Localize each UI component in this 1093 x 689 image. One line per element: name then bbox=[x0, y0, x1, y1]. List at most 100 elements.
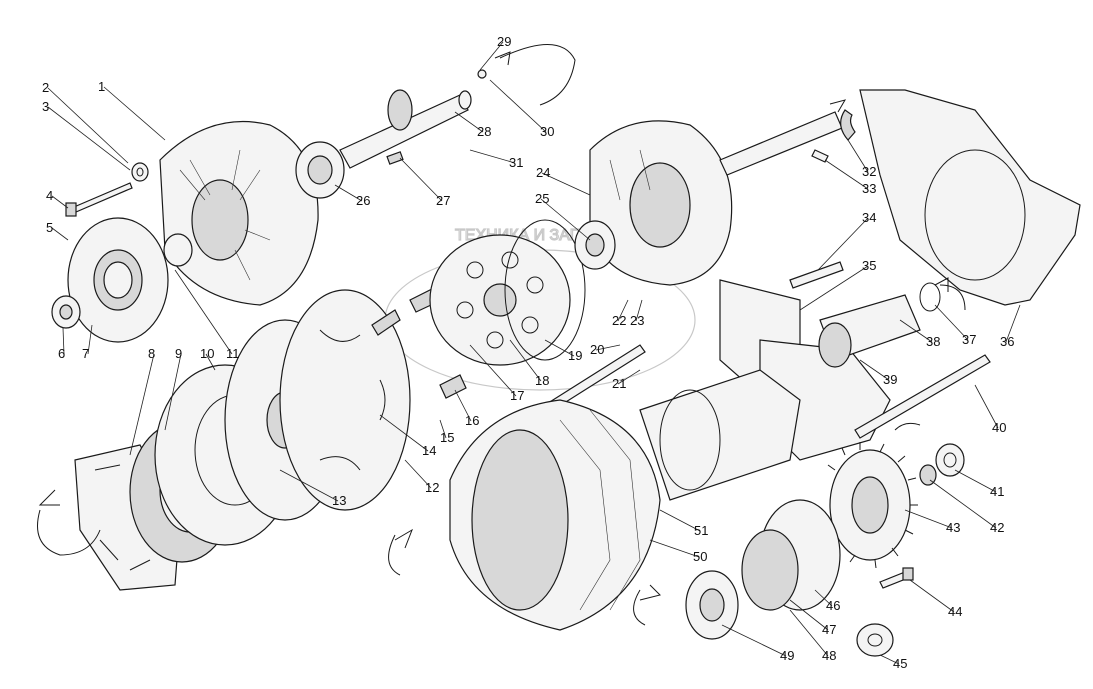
callout-22: 22 bbox=[612, 313, 626, 328]
callout-21: 21 bbox=[612, 376, 626, 391]
leader-line-44 bbox=[909, 579, 955, 613]
part-output-shaft bbox=[719, 111, 843, 176]
leader-line-15 bbox=[439, 419, 447, 439]
leader-line-6 bbox=[62, 327, 65, 355]
leader-line-41 bbox=[954, 469, 997, 493]
callout-16: 16 bbox=[465, 413, 479, 428]
callout-42: 42 bbox=[990, 520, 1004, 535]
leader-line-36 bbox=[1005, 304, 1021, 343]
callout-41: 41 bbox=[990, 484, 1004, 499]
callout-26: 26 bbox=[356, 193, 370, 208]
callout-50: 50 bbox=[693, 549, 707, 564]
callout-1: 1 bbox=[98, 79, 105, 94]
leader-line-24 bbox=[541, 172, 591, 196]
callout-40: 40 bbox=[992, 420, 1006, 435]
callout-12: 12 bbox=[425, 480, 439, 495]
part-ring-32 bbox=[840, 109, 856, 141]
part-shaft-38 bbox=[818, 294, 921, 368]
part-washer-42 bbox=[919, 464, 937, 486]
callout-51: 51 bbox=[694, 523, 708, 538]
leader-line-39 bbox=[859, 359, 890, 381]
leader-line-32 bbox=[847, 139, 869, 173]
part-sleeve-49 bbox=[685, 570, 739, 640]
leader-line-1 bbox=[103, 86, 166, 141]
leader-line-18 bbox=[509, 339, 542, 382]
leader-line-20 bbox=[595, 344, 621, 351]
leader-line-48 bbox=[789, 609, 829, 657]
callout-35: 35 bbox=[862, 258, 876, 273]
part-bolt-4 bbox=[65, 182, 133, 217]
part-seal-ring bbox=[504, 219, 586, 361]
callout-13: 13 bbox=[332, 493, 346, 508]
part-gasket-36 bbox=[859, 89, 1081, 306]
leader-line-50 bbox=[649, 539, 700, 558]
part-shaft-housing bbox=[639, 369, 801, 501]
part-drive-shaft bbox=[339, 69, 487, 169]
leader-line-47 bbox=[789, 599, 829, 631]
leader-line-23 bbox=[635, 299, 643, 322]
callout-3: 3 bbox=[42, 99, 49, 114]
callout-20: 20 bbox=[590, 342, 604, 357]
leader-line-13 bbox=[279, 469, 339, 502]
callout-37: 37 bbox=[962, 332, 976, 347]
callout-25: 25 bbox=[535, 191, 549, 206]
callout-49: 49 bbox=[780, 648, 794, 663]
leader-line-5 bbox=[51, 227, 69, 241]
part-rod-40 bbox=[854, 354, 991, 439]
leader-line-42 bbox=[929, 479, 997, 529]
callout-47: 47 bbox=[822, 622, 836, 637]
callout-4: 4 bbox=[46, 188, 53, 203]
leader-line-49 bbox=[721, 624, 787, 657]
leader-line-3 bbox=[47, 106, 131, 171]
callout-48: 48 bbox=[822, 648, 836, 663]
leader-line-28 bbox=[454, 111, 484, 133]
callout-46: 46 bbox=[826, 598, 840, 613]
part-bolt-44 bbox=[879, 567, 914, 589]
leader-line-43 bbox=[904, 509, 953, 529]
callout-43: 43 bbox=[946, 520, 960, 535]
part-bolt-33 bbox=[811, 149, 829, 163]
part-washer-45 bbox=[856, 623, 894, 657]
leader-line-38 bbox=[899, 319, 933, 343]
part-gear-43 bbox=[827, 442, 918, 569]
leader-line-25 bbox=[540, 198, 591, 241]
callout-45: 45 bbox=[893, 656, 907, 671]
leader-line-45 bbox=[879, 654, 900, 665]
leader-line-46 bbox=[814, 589, 833, 607]
leader-lines bbox=[47, 41, 1021, 665]
assembly-arrows bbox=[37, 44, 966, 626]
callout-29: 29 bbox=[497, 34, 511, 49]
callout-9: 9 bbox=[175, 346, 182, 361]
part-gasket-14 bbox=[279, 289, 411, 511]
part-washers-2-3 bbox=[131, 162, 149, 182]
callout-7: 7 bbox=[82, 346, 89, 361]
leader-line-16 bbox=[454, 389, 472, 422]
leader-line-33 bbox=[824, 159, 869, 190]
callout-30: 30 bbox=[540, 124, 554, 139]
leader-line-17 bbox=[469, 344, 517, 397]
leader-line-19 bbox=[544, 339, 575, 357]
callout-17: 17 bbox=[510, 388, 524, 403]
callout-2: 2 bbox=[42, 80, 49, 95]
callout-32: 32 bbox=[862, 164, 876, 179]
leader-line-14 bbox=[379, 414, 429, 452]
part-bearing-26 bbox=[295, 141, 345, 199]
part-pump-cover-1 bbox=[159, 120, 319, 306]
callout-11: 11 bbox=[226, 346, 240, 361]
leader-line-11 bbox=[174, 269, 233, 355]
part-ring-37 bbox=[919, 282, 941, 312]
leader-line-9 bbox=[164, 353, 182, 431]
part-housing-24 bbox=[589, 120, 733, 286]
callout-15: 15 bbox=[440, 430, 454, 445]
leader-line-31 bbox=[469, 149, 516, 164]
part-hub-48 bbox=[741, 499, 841, 611]
leader-line-26 bbox=[334, 184, 363, 202]
callout-44: 44 bbox=[948, 604, 962, 619]
leader-line-40 bbox=[974, 384, 999, 429]
callout-6: 6 bbox=[58, 346, 65, 361]
leader-line-37 bbox=[934, 304, 969, 341]
part-flange-5 bbox=[67, 217, 169, 343]
callout-10: 10 bbox=[200, 346, 214, 361]
